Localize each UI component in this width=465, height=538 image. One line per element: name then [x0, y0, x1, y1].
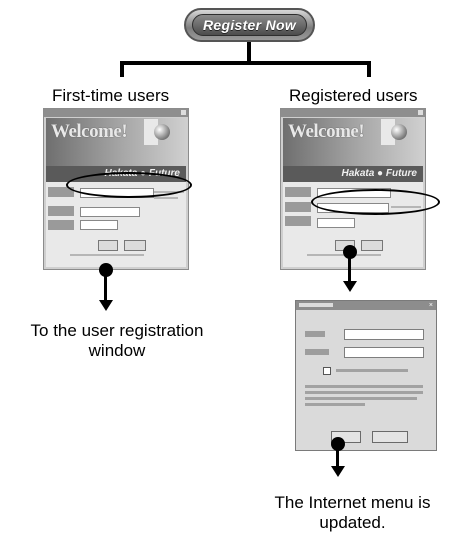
- password-field[interactable]: [80, 207, 140, 217]
- option-label: [48, 220, 74, 230]
- dialog-title-bar: ×: [296, 301, 436, 310]
- result-line-2: updated.: [319, 513, 386, 532]
- instruction-text: [305, 385, 423, 388]
- user-registration-result: To the user registration window: [0, 321, 234, 361]
- welcome-heading: Welcome!: [288, 121, 365, 142]
- remember-checkbox[interactable]: [323, 367, 331, 375]
- user-id-label: [285, 187, 311, 197]
- highlight-oval-first-time: [66, 172, 192, 198]
- connector-left-drop: [120, 61, 124, 77]
- dialog-title-text: [299, 303, 333, 307]
- register-now-button[interactable]: Register Now: [184, 8, 315, 42]
- user-id-label: [305, 331, 325, 337]
- remember-label: [336, 369, 408, 372]
- arrow-origin-dot-left: [99, 263, 113, 277]
- welcome-window-first-time: Welcome! Hakata ● Future: [43, 108, 189, 270]
- result-line-1: The Internet menu is: [274, 493, 431, 512]
- text-line: [154, 197, 178, 199]
- close-icon: [181, 110, 186, 115]
- window-title-bar: [281, 109, 425, 117]
- close-icon: [418, 110, 423, 115]
- document-icon: [381, 119, 395, 145]
- connector-right-drop: [367, 61, 371, 77]
- brand-logo: Hakata ● Future: [341, 168, 417, 179]
- internet-menu-result: The Internet menu is updated.: [240, 493, 465, 533]
- password-label: [48, 206, 74, 216]
- instruction-text: [305, 397, 417, 400]
- welcome-heading: Welcome!: [51, 121, 128, 142]
- user-id-label: [48, 187, 74, 197]
- instruction-text: [305, 391, 423, 394]
- dialog-cancel-button[interactable]: [372, 431, 408, 443]
- password-input[interactable]: [344, 347, 424, 358]
- close-icon[interactable]: ×: [428, 302, 433, 309]
- document-icon: [144, 119, 158, 145]
- welcome-banner: Welcome!: [283, 118, 423, 166]
- footer-text-line: [70, 254, 144, 256]
- user-id-input[interactable]: [344, 329, 424, 340]
- password-label: [305, 349, 329, 355]
- first-time-users-label: First-time users: [52, 86, 170, 105]
- arrow-head-left: [99, 300, 113, 311]
- brand-strip: Hakata ● Future: [283, 166, 423, 182]
- password-label: [285, 202, 311, 212]
- cancel-button[interactable]: [361, 240, 383, 251]
- arrow-head-right: [343, 281, 357, 292]
- result-line-1: To the user registration: [30, 321, 204, 340]
- arrow-shaft-left: [104, 272, 107, 302]
- globe-icon: [154, 124, 170, 140]
- welcome-banner: Welcome!: [46, 118, 186, 166]
- highlight-oval-registered: [311, 189, 440, 215]
- result-line-2: window: [88, 341, 146, 360]
- option-label: [285, 216, 311, 226]
- registered-users-label: Registered users: [289, 86, 418, 105]
- option-field[interactable]: [317, 218, 355, 228]
- window-title-bar: [44, 109, 188, 117]
- cancel-button[interactable]: [124, 240, 146, 251]
- arrow-shaft-bottom: [336, 446, 339, 468]
- instruction-text: [305, 403, 365, 406]
- arrow-shaft-right: [348, 254, 351, 282]
- connector-stem: [247, 42, 251, 63]
- option-field[interactable]: [80, 220, 118, 230]
- login-button[interactable]: [98, 240, 118, 251]
- arrow-head-bottom: [331, 466, 345, 477]
- globe-icon: [391, 124, 407, 140]
- connector-crossbar: [120, 61, 371, 65]
- sign-in-dialog: ×: [295, 300, 437, 451]
- arrow-origin-dot-bottom: [331, 437, 345, 451]
- arrow-origin-dot-right: [343, 245, 357, 259]
- register-now-label: Register Now: [192, 14, 307, 36]
